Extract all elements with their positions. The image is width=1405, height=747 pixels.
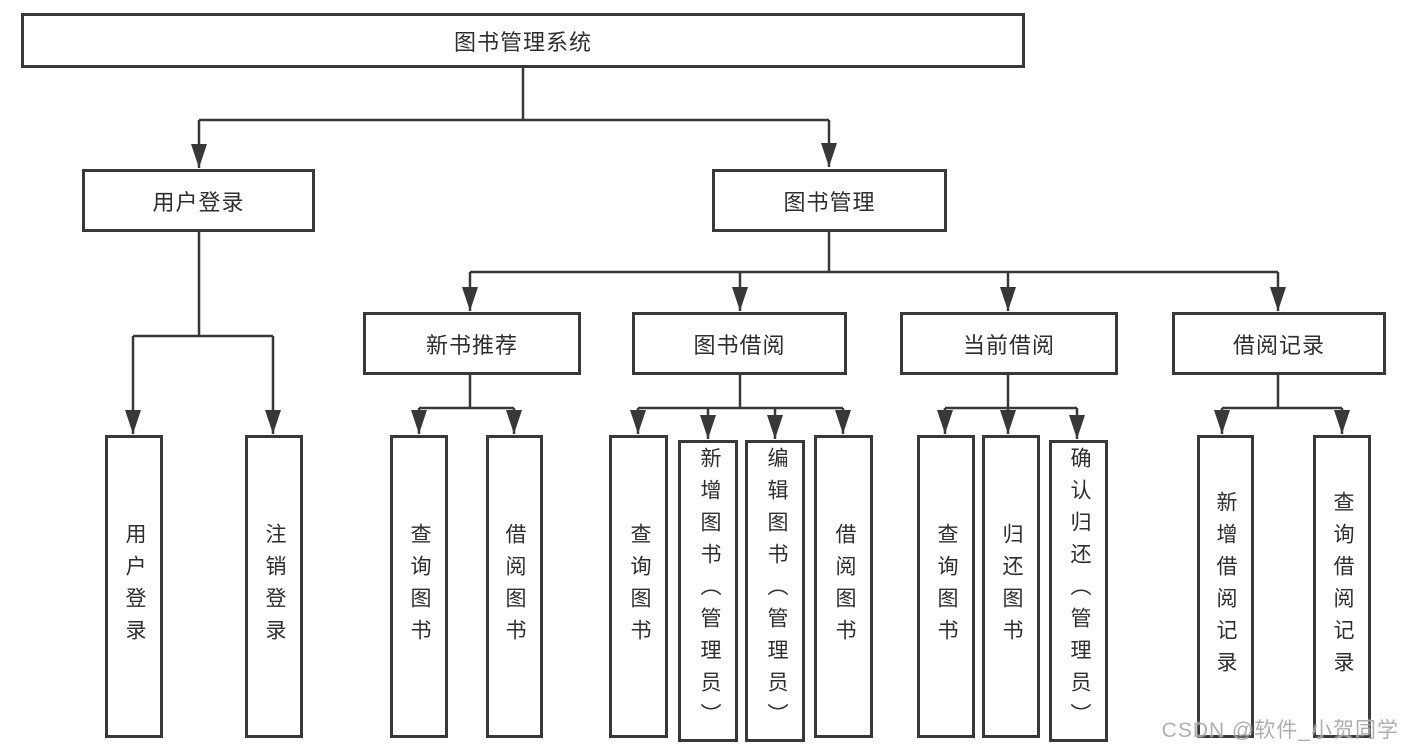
node-book-borrow: 图书借阅	[632, 312, 847, 375]
leaf-bb-edit-books-admin: 编辑图书（管理员）	[745, 440, 805, 742]
node-new-book-recommend: 新书推荐	[363, 312, 581, 375]
node-system-root: 图书管理系统	[21, 13, 1025, 68]
leaf-bb-query-books: 查询图书	[609, 435, 668, 738]
leaf-cb-query-books: 查询图书	[917, 435, 975, 738]
node-book-management-branch: 图书管理	[712, 169, 947, 232]
leaf-logout: 注销登录	[245, 435, 303, 738]
leaf-bb-borrow-books: 借阅图书	[814, 435, 873, 738]
leaf-br-query-record: 查询借阅记录	[1313, 435, 1371, 738]
leaf-user-login: 用户登录	[105, 435, 163, 738]
leaf-nb-borrow-books: 借阅图书	[486, 435, 543, 738]
watermark: CSDN @软件_小贺同学	[1161, 719, 1399, 742]
leaf-br-add-record: 新增借阅记录	[1197, 435, 1254, 738]
node-current-borrow: 当前借阅	[900, 312, 1118, 375]
leaf-cb-confirm-return-admin: 确认归还（管理员）	[1049, 440, 1108, 742]
node-user-login-branch: 用户登录	[82, 169, 315, 232]
leaf-cb-return-books: 归还图书	[982, 435, 1040, 738]
leaf-bb-add-books-admin: 新增图书（管理员）	[678, 440, 738, 742]
node-borrow-records: 借阅记录	[1172, 312, 1386, 375]
leaf-nb-query-books: 查询图书	[390, 435, 448, 738]
